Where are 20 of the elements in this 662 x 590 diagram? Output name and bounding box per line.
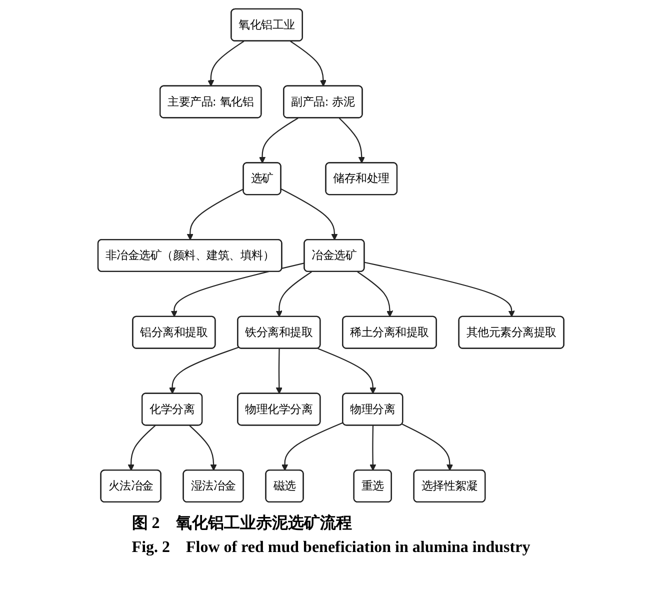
- arrow: [338, 117, 366, 163]
- arrow: [280, 188, 338, 240]
- arrow: [186, 188, 244, 240]
- arrow: [402, 423, 454, 470]
- arrow: [259, 117, 298, 163]
- arrow: [276, 270, 312, 317]
- arrow: [171, 262, 305, 317]
- arrow: [282, 422, 344, 470]
- arrow: [128, 424, 156, 470]
- arrow: [169, 346, 240, 394]
- figure-caption: Fig. 2 Flow of red mud beneficiation in alumina industry: [132, 538, 530, 558]
- arrow: [290, 40, 327, 86]
- arrow: [208, 40, 244, 86]
- arrow: [276, 348, 283, 394]
- figure-caption: 图 2 氧化铝工业赤泥选矿流程: [132, 513, 353, 534]
- arrow: [189, 424, 217, 470]
- arrow: [364, 261, 515, 317]
- arrow: [357, 270, 394, 317]
- arrow: [370, 425, 376, 470]
- arrow: [318, 347, 376, 394]
